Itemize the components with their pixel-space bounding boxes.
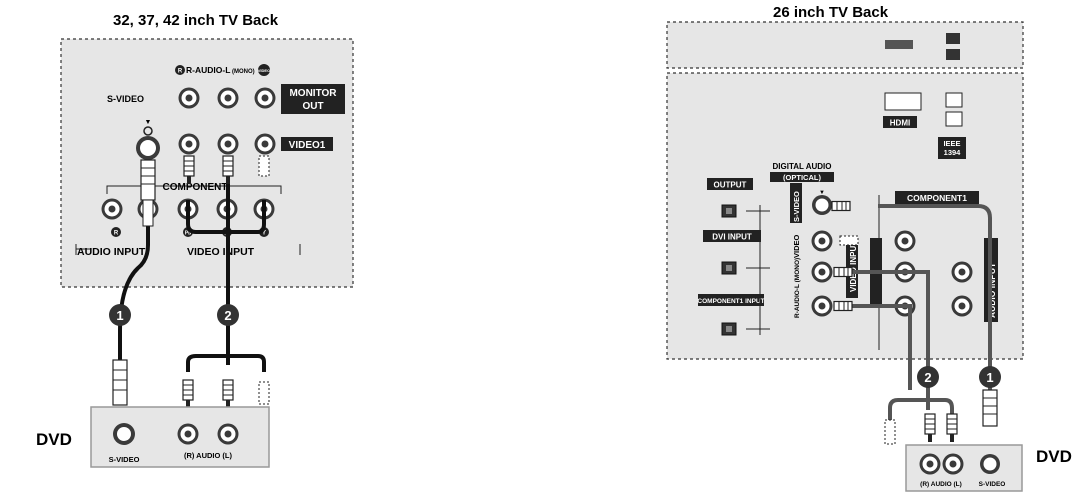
right-svideo-vertical-label: S-VIDEO [790,183,802,223]
svg-text:▼: ▼ [145,119,152,126]
dvi-input-badge: DVI INPUT [703,230,761,242]
right-audio-l-jack [812,262,833,283]
component-label: COMPONENT [163,182,228,193]
output-badge: OUTPUT [707,178,753,190]
left-svideo-label: S-VIDEO [107,94,144,104]
monitor-out-mono-label: (MONO) [232,69,255,75]
component1-input-badge: COMPONENT1 INPUT [697,294,764,306]
right-audio-vertical-label: R-AUDIO-L (MONO) [794,258,801,318]
svg-text:IEEE: IEEE [943,139,960,148]
video1-video-jack [255,134,276,155]
digital-audio-label: DIGITAL AUDIO (OPTICAL) [770,162,834,182]
left-step-2: 2 [217,304,239,326]
left-dvd-audio-label: (R) AUDIO (L) [184,451,233,460]
right-audio-r-jack [812,296,833,317]
audio-input-l-jack-right [952,262,973,283]
monitor-out-video-jack [255,88,276,109]
right-step-1: 1 [979,366,1001,388]
video1-audio-r-jack [179,134,200,155]
svg-text:2: 2 [924,370,931,385]
right-tv-top-strip [667,22,1023,68]
right-video-jack [812,231,833,252]
monitor-out-audio-l-jack [218,88,239,109]
svg-text:VIDEO1: VIDEO1 [289,140,326,151]
svg-text:S-VIDEO: S-VIDEO [792,191,801,222]
monitor-out-badge: MONITOR OUT [281,84,345,114]
svg-text:OUTPUT: OUTPUT [714,181,747,190]
svg-text:R: R [114,231,119,237]
svg-text:1: 1 [986,370,993,385]
svg-text:VIDEO INPUT: VIDEO INPUT [849,241,858,292]
component1-y-jack [895,231,916,252]
video1-audio-l-jack [218,134,239,155]
right-step-2: 2 [917,366,939,388]
svg-text:DIGITAL AUDIO: DIGITAL AUDIO [773,162,832,171]
monitor-out-video-tag: VIDEO [258,68,270,73]
svg-text:R: R [178,69,183,75]
monitor-out-audio-label: R-AUDIO-L [186,65,230,75]
right-video-vertical-label: VIDEO [792,234,801,258]
hdmi-port: HDMI [883,93,921,128]
svg-text:OUT: OUT [302,101,323,112]
left-dvd-device: S-VIDEO (R) AUDIO (L) [91,407,269,467]
svg-text:MONITOR: MONITOR [289,88,337,99]
svg-text:2: 2 [224,308,231,323]
monitor-out-audio-r-jack [179,88,200,109]
video1-badge: VIDEO1 [281,137,333,151]
svg-text:1: 1 [116,308,123,323]
left-step-1: 1 [109,304,131,326]
right-tv-panel [667,73,1023,359]
audio-input-label: AUDIO INPUT [77,246,146,258]
video-input-label: VIDEO INPUT [187,246,255,258]
svg-text:(OPTICAL): (OPTICAL) [783,173,821,182]
svg-text:DVI INPUT: DVI INPUT [712,233,752,242]
audio-input-r-jack-right [952,296,973,317]
svg-text:COMPONENT1 INPUT: COMPONENT1 INPUT [697,298,764,305]
hdmi-label: HDMI [890,119,910,128]
svg-text:COMPONENT1: COMPONENT1 [907,193,967,203]
right-dvd-device: (R) AUDIO (L) S-VIDEO [906,445,1022,491]
audio-input-r-jack [102,199,123,220]
right-dvd-svideo-label: S-VIDEO [979,481,1006,488]
right-dvd-audio-label: (R) AUDIO (L) [920,481,962,488]
left-dvd-svideo-label: S-VIDEO [109,455,140,464]
svg-text:1394: 1394 [944,148,962,157]
